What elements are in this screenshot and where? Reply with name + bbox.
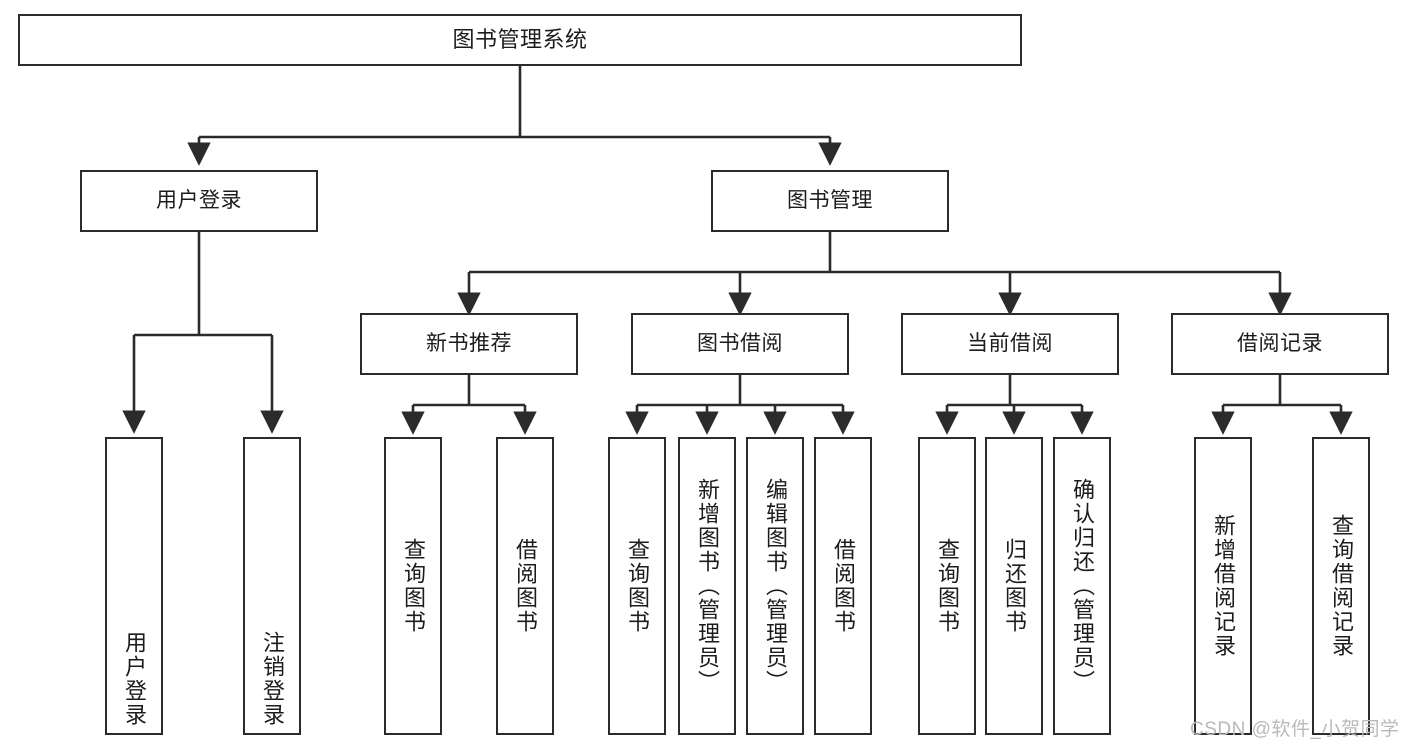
node-label: 借阅图书 [513,538,538,634]
node-label: 查询图书 [625,538,650,634]
leaf-borrow-record-add-record[interactable]: 新增借阅记录 [1194,437,1252,735]
node-label: 查询借阅记录 [1329,514,1354,658]
node-label: 借阅记录 [1237,332,1323,356]
node-label: 确认归还（管理员） [1070,478,1095,694]
node-label: 编辑图书（管理员） [763,478,788,694]
node-label: 查询图书 [935,538,960,634]
node-label: 注销登录 [260,631,285,727]
node-new-book-recommend[interactable]: 新书推荐 [360,313,578,375]
node-label: 当前借阅 [967,332,1053,356]
node-label: 图书管理 [787,189,873,213]
leaf-user-login-login[interactable]: 用户登录 [105,437,163,735]
node-label: 新增图书（管理员） [695,478,720,694]
leaf-new-book-borrow-book[interactable]: 借阅图书 [496,437,554,735]
leaf-book-borrow-edit-book[interactable]: 编辑图书（管理员） [746,437,804,735]
node-book-borrow[interactable]: 图书借阅 [631,313,849,375]
node-label: 图书借阅 [697,332,783,356]
node-label: 查询图书 [401,538,426,634]
leaf-book-borrow-add-book[interactable]: 新增图书（管理员） [678,437,736,735]
leaf-book-borrow-query-book[interactable]: 查询图书 [608,437,666,735]
node-current-borrow[interactable]: 当前借阅 [901,313,1119,375]
node-book-management[interactable]: 图书管理 [711,170,949,232]
leaf-borrow-record-query-record[interactable]: 查询借阅记录 [1312,437,1370,735]
leaf-current-borrow-confirm-return[interactable]: 确认归还（管理员） [1053,437,1111,735]
leaf-new-book-query-book[interactable]: 查询图书 [384,437,442,735]
node-label: 新书推荐 [426,332,512,356]
node-label: 用户登录 [122,631,147,727]
node-label: 用户登录 [156,189,242,213]
node-label: 归还图书 [1002,538,1027,634]
node-borrow-record[interactable]: 借阅记录 [1171,313,1389,375]
node-label: 借阅图书 [831,538,856,634]
leaf-current-borrow-query-book[interactable]: 查询图书 [918,437,976,735]
leaf-user-login-logout[interactable]: 注销登录 [243,437,301,735]
node-user-login[interactable]: 用户登录 [80,170,318,232]
leaf-book-borrow-borrow-book[interactable]: 借阅图书 [814,437,872,735]
node-root-book-management-system[interactable]: 图书管理系统 [18,14,1022,66]
csdn-watermark: CSDN @软件_小贺同学 [1190,719,1400,740]
node-label: 图书管理系统 [452,26,588,52]
leaf-current-borrow-return-book[interactable]: 归还图书 [985,437,1043,735]
node-label: 新增借阅记录 [1211,514,1236,658]
